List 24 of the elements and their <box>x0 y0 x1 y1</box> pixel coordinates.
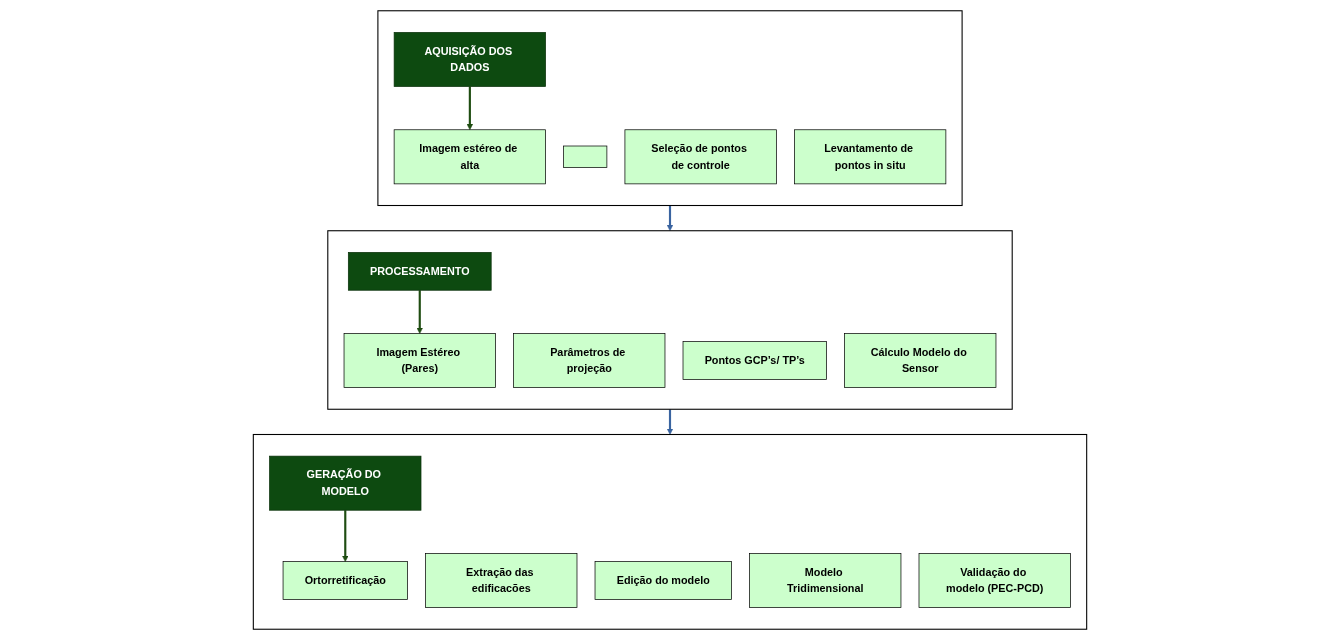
node-box: Levantamento de pontos in situ <box>794 129 947 185</box>
arrow <box>666 205 674 232</box>
node-box: GERAÇÃO DO MODELO <box>269 455 422 511</box>
node-box: Pontos GCP’s/ TP’s <box>682 341 827 380</box>
node-box: Seleção de pontos de controle <box>624 129 777 185</box>
cluster <box>252 433 1088 630</box>
node-box: Validação do modelo (PEC-PCD) <box>918 553 1071 608</box>
cluster <box>327 230 1013 410</box>
node-box: AQUISIÇÃO DOS DADOS <box>393 32 546 87</box>
node-box: Ortorretificação <box>282 561 408 600</box>
arrow <box>342 510 349 562</box>
node-box: Cálculo Modelo do Sensor <box>844 333 997 388</box>
node-box: Edição do modelo <box>594 561 732 600</box>
node-box <box>563 145 608 168</box>
cluster <box>377 10 963 207</box>
node-box: PROCESSAMENTO <box>347 252 492 291</box>
arrow <box>416 290 423 334</box>
node-box: Parâmetros de projeção <box>513 333 666 388</box>
node-box: Modelo Tridimensional <box>749 553 902 608</box>
arrow <box>666 409 674 435</box>
node-box: Extração das edificacões <box>425 553 578 608</box>
arrow <box>466 86 474 131</box>
node-box: Imagem Estéreo (Pares) <box>343 333 496 388</box>
node-box: Imagem estéreo de alta <box>393 129 546 185</box>
